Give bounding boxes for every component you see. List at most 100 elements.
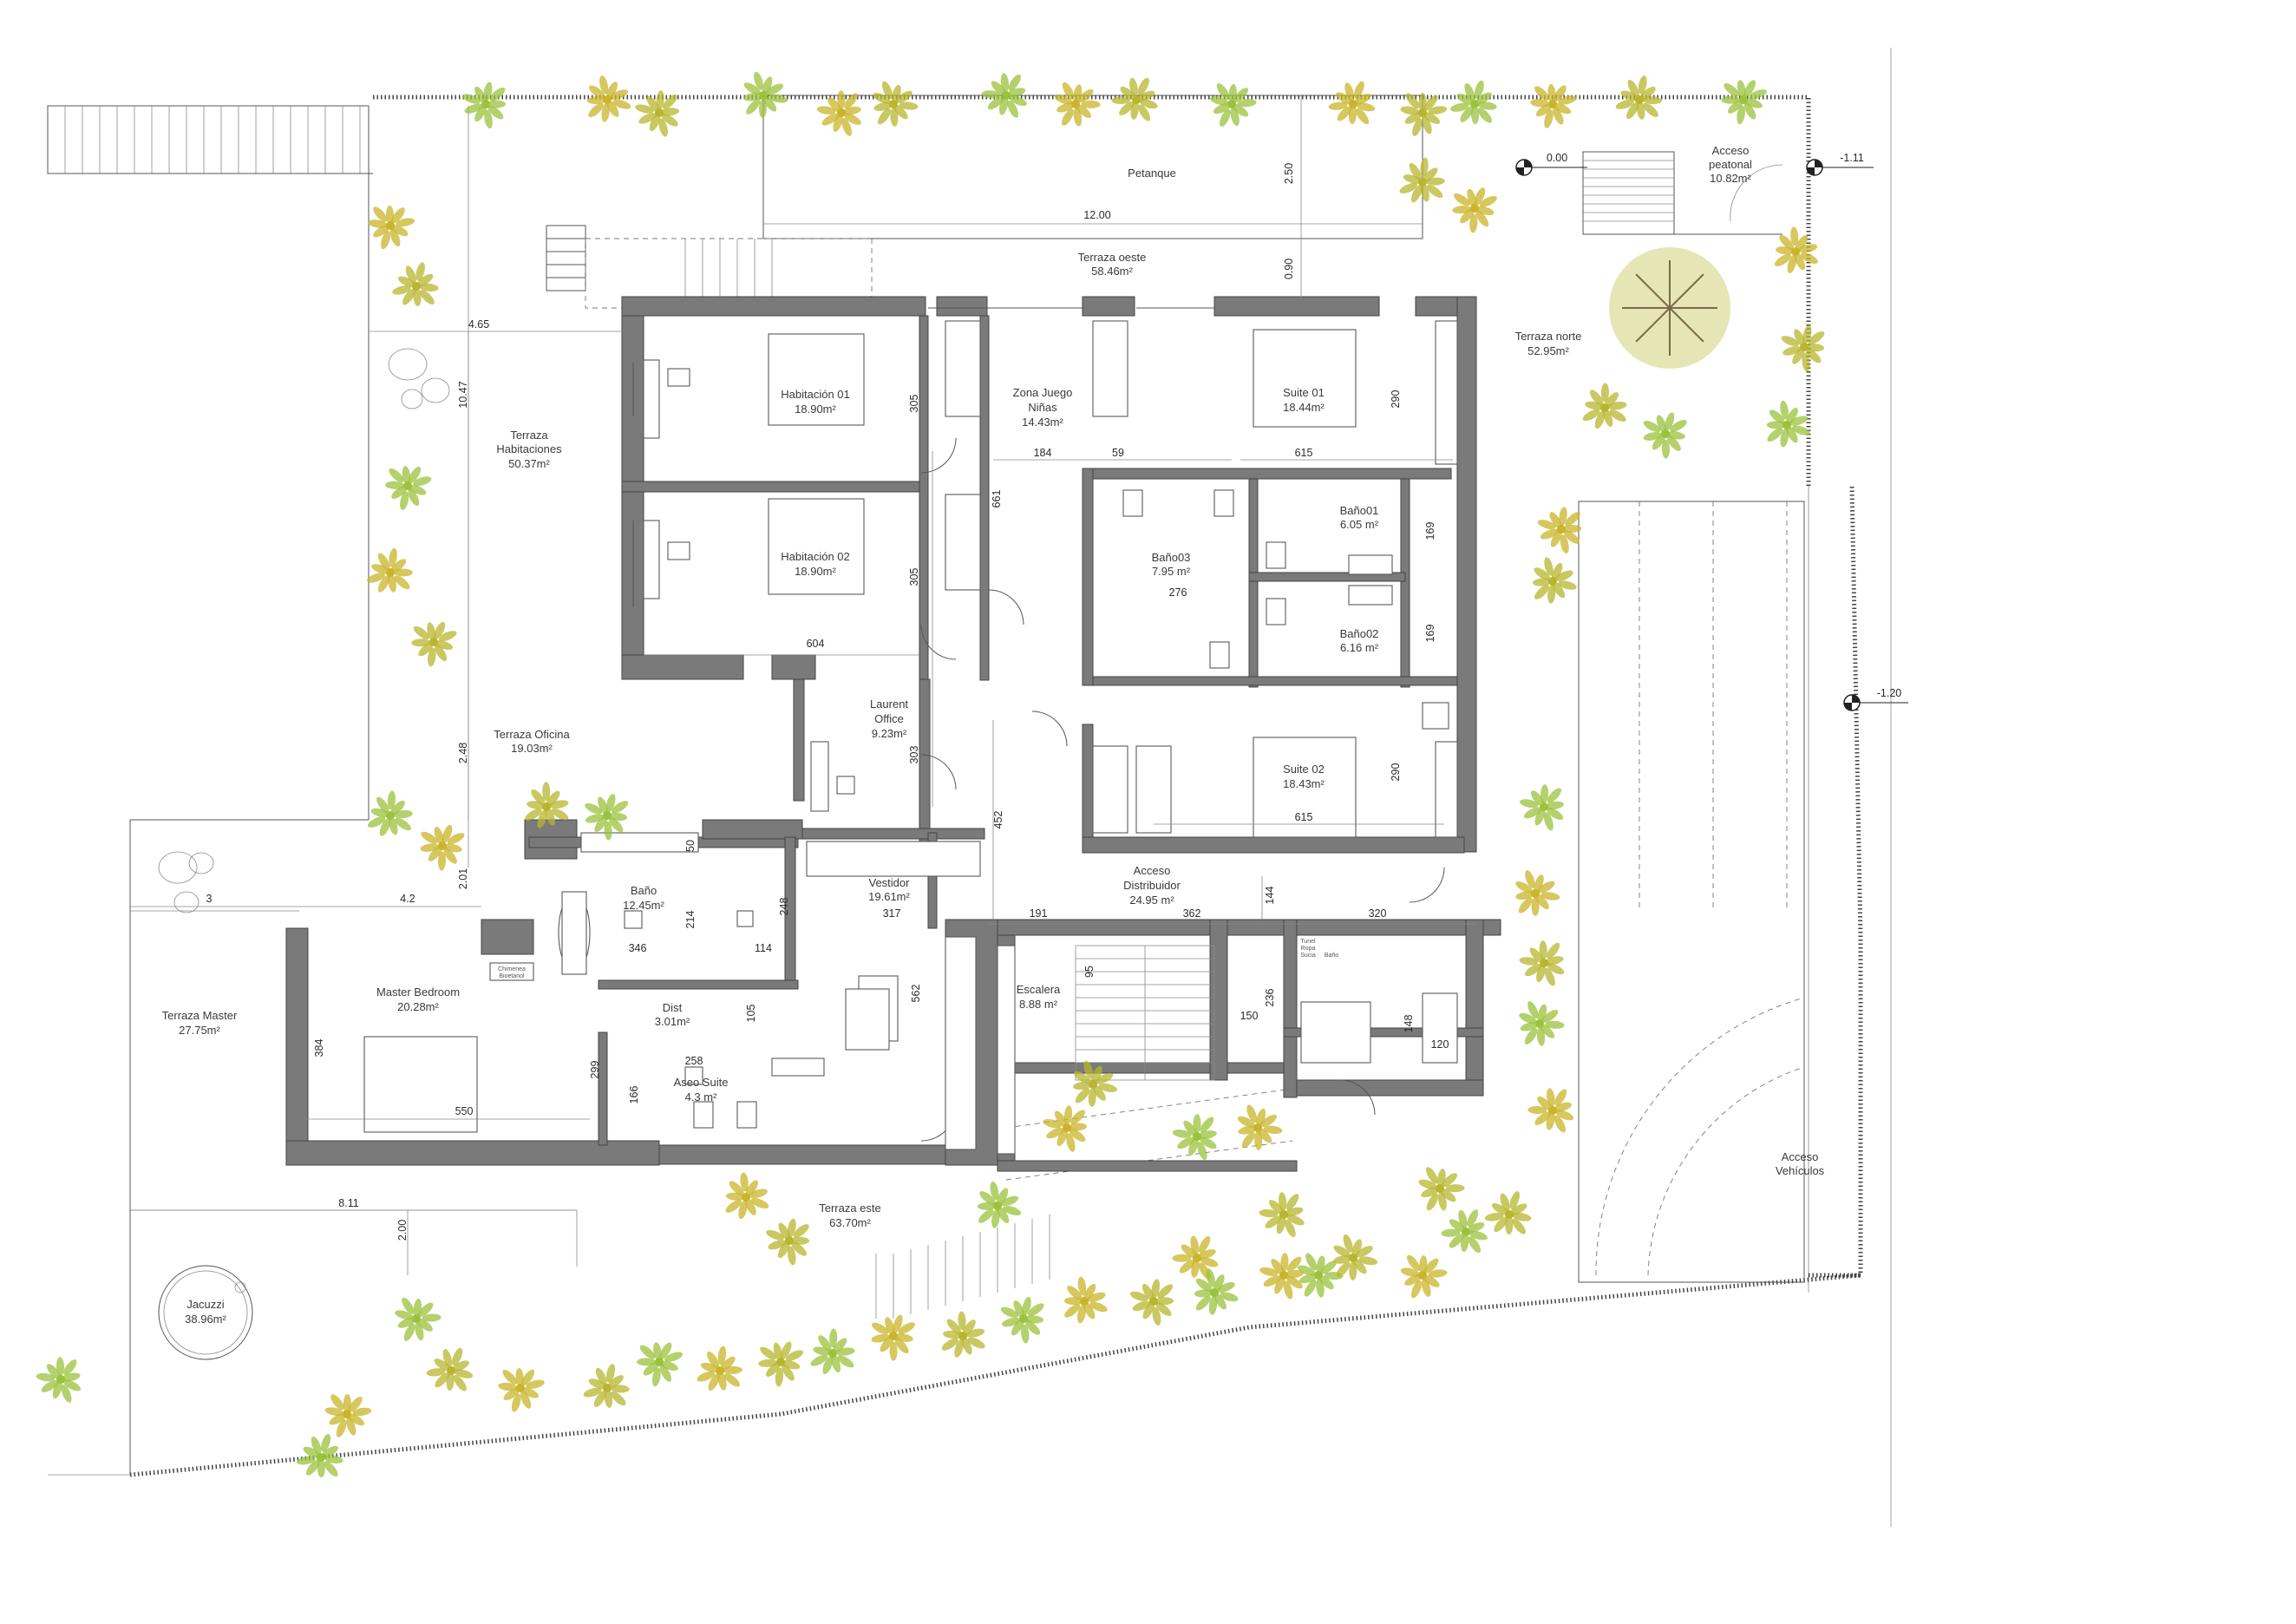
ext-name-terraza-habitaciones: Terraza: [510, 429, 548, 442]
plant-31: [1441, 1209, 1488, 1254]
ext-area-terraza-master: 27.75m²: [179, 1024, 220, 1037]
room-name-vestidor: Vestidor: [869, 876, 911, 889]
plant-65: [1000, 1296, 1044, 1344]
dim-2-50: 2.50: [1283, 163, 1295, 184]
plant-2: [635, 90, 680, 137]
room-area-suite-01: 18.44m²: [1283, 401, 1325, 414]
dim-120: 120: [1431, 1038, 1449, 1051]
plant-32: [1400, 1254, 1448, 1299]
dim-59: 59: [1112, 447, 1124, 459]
plant-8: [1111, 77, 1158, 121]
room-name-suite-01: Suite 01: [1283, 386, 1325, 399]
ext-name-terraza-master: Terraza Master: [162, 1009, 238, 1022]
plant-17: [1452, 187, 1497, 233]
dim-12-00: 12.00: [1083, 209, 1110, 221]
dim-95: 95: [1083, 966, 1096, 978]
ext-area-terraza-habitaciones: 50.37m²: [508, 457, 550, 470]
dim-105: 105: [745, 1005, 757, 1023]
room-name-suite-02: Suite 02: [1283, 763, 1325, 776]
room-area-bano03: 7.95 m²: [1152, 565, 1191, 578]
room-name-bano02: Baño02: [1340, 627, 1379, 640]
plant-68: [1194, 1268, 1239, 1315]
room-name-zona-juego: Zona Juego: [1013, 386, 1073, 399]
room-name-bano01: Baño01: [1340, 504, 1379, 517]
tree: [1609, 247, 1730, 369]
plant-7: [1054, 82, 1101, 127]
room-area-zona-juego: 14.43m²: [1022, 416, 1063, 429]
plant-54: [426, 1347, 474, 1392]
plant-58: [583, 1364, 630, 1408]
room-name-habitacion-02: Habitación 02: [781, 550, 850, 563]
plant-20: [1774, 226, 1818, 273]
plant-14: [1615, 75, 1662, 120]
dim-550: 550: [455, 1105, 474, 1117]
room-area-aseo-suite: 4.3 m²: [685, 1090, 718, 1103]
room-name-bano: Baño: [631, 884, 657, 897]
ext-area-terraza-oficina: 19.03m²: [511, 742, 553, 755]
dim-169b: 169: [1424, 625, 1436, 643]
ext-name-acceso-vehiculos: Acceso: [1782, 1150, 1819, 1163]
room-area-suite-02: 18.43m²: [1283, 777, 1325, 790]
plant-48: [1172, 1114, 1217, 1161]
dim-615b: 615: [1295, 811, 1313, 823]
plant-1: [586, 75, 631, 122]
room-name-escalera: Escalera: [1017, 983, 1061, 996]
room-area-acceso: 24.95 m²: [1129, 894, 1174, 907]
dim-2-00: 2.00: [396, 1220, 409, 1241]
plant-29: [1527, 1088, 1574, 1133]
ext-area-terraza-este: 63.70m²: [829, 1216, 871, 1229]
room-area-laurent: 9.23m²: [872, 727, 907, 740]
dim-150: 150: [1240, 1010, 1259, 1022]
plant-21: [1781, 324, 1825, 372]
room-area-bano: 12.45m²: [623, 899, 664, 912]
room-name-bano03: Baño03: [1152, 551, 1191, 564]
plant-39: [367, 790, 413, 836]
plant-61: [758, 1341, 804, 1387]
level-0-00: 0.00: [1547, 152, 1567, 164]
room-area-habitacion-02: 18.90m²: [795, 565, 836, 578]
ext-name-terraza-norte: Terraza norte: [1515, 330, 1582, 343]
room-name-zona-juego-2: Niñas: [1028, 401, 1057, 414]
plant-26: [1515, 870, 1560, 916]
plant-57: [498, 1367, 545, 1412]
ext-name-terraza-este: Terraza este: [819, 1202, 881, 1215]
room-labels: Habitación 01 18.90m² Habitación 02 18.9…: [162, 144, 1825, 1326]
dim-290a: 290: [1390, 390, 1402, 409]
room-area-escalera: 8.88 m²: [1019, 998, 1058, 1011]
room-name-acceso: Acceso: [1134, 864, 1171, 877]
plant-37: [367, 547, 413, 593]
plant-38: [411, 621, 457, 667]
room-name-dist: Dist: [663, 1001, 683, 1014]
room-name-office: Office: [874, 712, 904, 725]
dim-191: 191: [1030, 907, 1048, 920]
plant-30: [1418, 1167, 1465, 1211]
dim-362: 362: [1183, 907, 1201, 920]
planting: [36, 71, 1825, 1478]
ext-name-peatonal: peatonal: [1709, 158, 1752, 171]
room-name-habitacion-01: Habitación 01: [781, 388, 850, 401]
plant-6: [981, 73, 1027, 118]
dimension-labels: 12.00 2.50 0.90 4.65 10.47 305 305 184 5…: [206, 163, 1449, 1241]
dim-615a: 615: [1295, 447, 1313, 459]
label-sucia: Sucia: [1300, 953, 1316, 959]
plant-71: [36, 1357, 82, 1403]
dim-320: 320: [1369, 907, 1387, 920]
plant-67: [1129, 1279, 1174, 1326]
plant-4: [816, 90, 861, 136]
ext-name-vehiculos: Vehículos: [1776, 1164, 1825, 1177]
level-marker-m1-20: -1.20: [1843, 687, 1908, 711]
dim-452: 452: [992, 811, 1004, 829]
dimension-lines: [130, 95, 1475, 1275]
plant-5: [873, 81, 919, 127]
label-tunel: Tunel: [1300, 939, 1316, 945]
plant-9: [1210, 83, 1257, 127]
dim-248: 248: [778, 898, 790, 916]
dim-346: 346: [629, 942, 647, 954]
plant-45: [977, 1181, 1022, 1228]
plant-28: [1519, 1001, 1565, 1046]
dim-661: 661: [991, 490, 1003, 508]
dim-0-90: 0.90: [1283, 259, 1295, 279]
room-area-vestidor: 19.61m²: [868, 890, 910, 903]
ext-area-acceso-peatonal: 10.82m²: [1710, 172, 1751, 185]
